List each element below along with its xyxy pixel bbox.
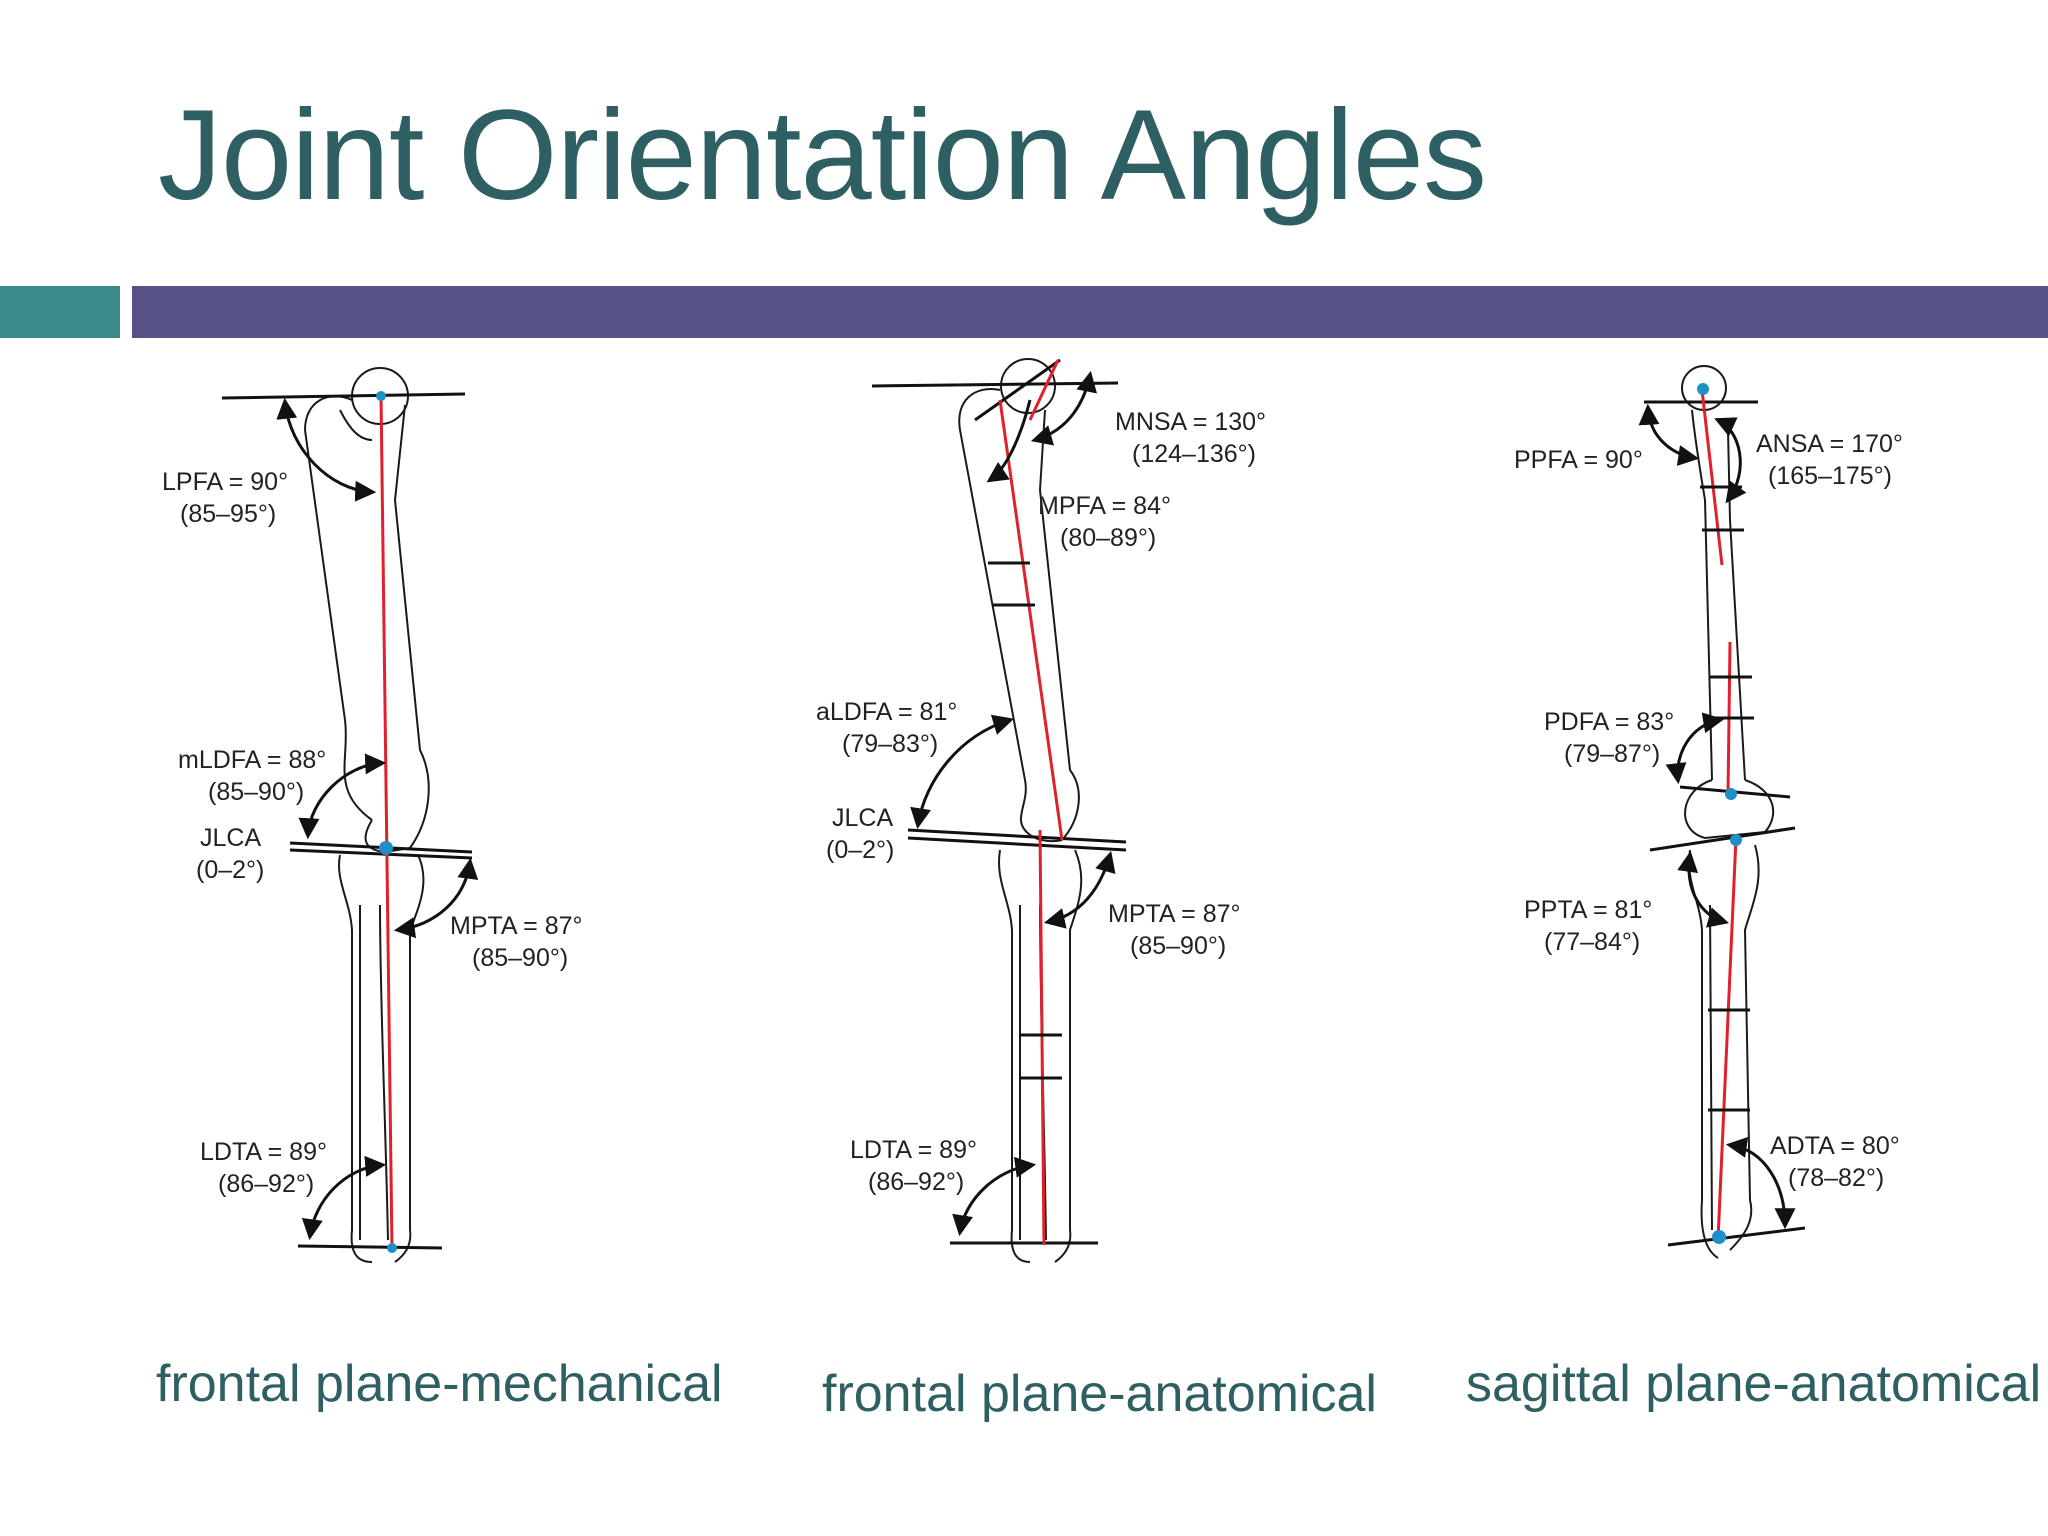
mpta-arc xyxy=(393,857,479,939)
knee-joint-line-tibial xyxy=(907,836,1127,852)
mpta-arc xyxy=(1043,850,1116,929)
lpfa-label: LPFA = 90° xyxy=(162,468,288,496)
panel-frontal-anatomical: MNSA = 130° (124–136°) MPFA = 84° (80–89… xyxy=(816,358,1266,1263)
mnsa-arc xyxy=(1030,370,1097,446)
adta-label: ADTA = 80° xyxy=(1770,1132,1900,1160)
hip-reference-line xyxy=(221,392,466,400)
femoral-anatomical-axis xyxy=(998,399,1064,841)
mpfa-arc xyxy=(986,399,1032,483)
caption-sagittal-anatomical: sagittal plane-anatomical xyxy=(1466,1355,2042,1413)
pdfa-arc xyxy=(1665,712,1725,785)
tibial-anatomical-axis xyxy=(1038,829,1046,1246)
ankle-joint-line xyxy=(1667,1226,1806,1247)
panel-sagittal-anatomical: PPFA = 90° ANSA = 170° (165–175°) PDFA =… xyxy=(1514,365,1903,1259)
mpfa-label: MPFA = 84° xyxy=(1038,492,1171,520)
ankle-center-point xyxy=(387,1243,397,1253)
caption-frontal-mechanical: frontal plane-mechanical xyxy=(156,1355,723,1413)
mpta-label: MPTA = 87° xyxy=(450,912,583,940)
ankle-center-point xyxy=(1712,1230,1726,1244)
mnsa-range: (124–136°) xyxy=(1132,440,1256,468)
mpta-range: (85–90°) xyxy=(472,944,568,972)
adta-range: (78–82°) xyxy=(1788,1164,1884,1192)
ankle-joint-line xyxy=(297,1244,443,1250)
panel-frontal-mechanical: LPFA = 90° (85–95°) mLDFA = 88° (85–90°)… xyxy=(162,367,583,1263)
aldfa-range: (79–83°) xyxy=(842,730,938,758)
aldfa-arc xyxy=(910,714,1015,830)
ldta-label: LDTA = 89° xyxy=(200,1138,327,1166)
hip-reference-line xyxy=(871,381,1119,388)
caption-frontal-anatomical: frontal plane-anatomical xyxy=(822,1365,1377,1423)
mldfa-label: mLDFA = 88° xyxy=(178,746,326,774)
tibia-outline xyxy=(338,854,425,1263)
distal-femur-point xyxy=(1725,788,1737,800)
header-bar xyxy=(132,286,2048,338)
ldta-label: LDTA = 89° xyxy=(850,1136,977,1164)
femoral-neck-axis xyxy=(1700,389,1724,566)
femur-outline xyxy=(303,367,430,854)
tibia-outline xyxy=(1688,844,1760,1259)
mnsa-label: MNSA = 130° xyxy=(1115,408,1266,436)
ppta-range: (77–84°) xyxy=(1544,928,1640,956)
mechanical-axis xyxy=(379,395,394,1251)
ansa-range: (165–175°) xyxy=(1768,462,1892,490)
knee-joint-line xyxy=(907,828,1127,844)
tibial-anatomical-axis xyxy=(1716,837,1738,1241)
ldta-arc xyxy=(952,1156,1037,1237)
jlca-label: JLCA xyxy=(200,824,261,852)
hip-center-point xyxy=(376,391,386,401)
mldfa-range: (85–90°) xyxy=(208,778,304,806)
proximal-tibia-point xyxy=(1730,834,1742,846)
ldta-range: (86–92°) xyxy=(868,1168,964,1196)
ppfa-arc xyxy=(1638,403,1700,466)
adta-arc xyxy=(1725,1136,1796,1230)
ldta-range: (86–92°) xyxy=(218,1170,314,1198)
ldta-arc xyxy=(301,1155,387,1241)
mldfa-arc xyxy=(298,753,387,840)
accent-block xyxy=(0,286,120,338)
knee-joint-line-tibial xyxy=(289,848,473,860)
pdfa-range: (79–87°) xyxy=(1564,740,1660,768)
aldfa-label: aLDFA = 81° xyxy=(816,698,957,726)
shaft-midpoint-markers xyxy=(988,561,1062,1080)
jlca-label: JLCA xyxy=(832,804,893,832)
mpfa-range: (80–89°) xyxy=(1060,524,1156,552)
ansa-label: ANSA = 170° xyxy=(1756,430,1903,458)
ppta-arc xyxy=(1677,850,1730,928)
pdfa-label: PDFA = 83° xyxy=(1544,708,1674,736)
lpfa-range: (85–95°) xyxy=(180,500,276,528)
hip-center-point xyxy=(1697,383,1709,395)
ansa-arc xyxy=(1714,417,1747,504)
knee-center-point xyxy=(379,841,393,855)
ppfa-label: PPFA = 90° xyxy=(1514,446,1643,474)
proximal-tibia-line xyxy=(1649,826,1796,852)
jlca-range: (0–2°) xyxy=(826,836,894,864)
jlca-range: (0–2°) xyxy=(196,856,264,884)
neck-axis-line xyxy=(974,358,1061,422)
mpta-range: (85–90°) xyxy=(1130,932,1226,960)
mpta-label: MPTA = 87° xyxy=(1108,900,1241,928)
ppta-label: PPTA = 81° xyxy=(1524,896,1652,924)
slide-title: Joint Orientation Angles xyxy=(158,84,1487,227)
lpfa-arc xyxy=(276,397,377,502)
